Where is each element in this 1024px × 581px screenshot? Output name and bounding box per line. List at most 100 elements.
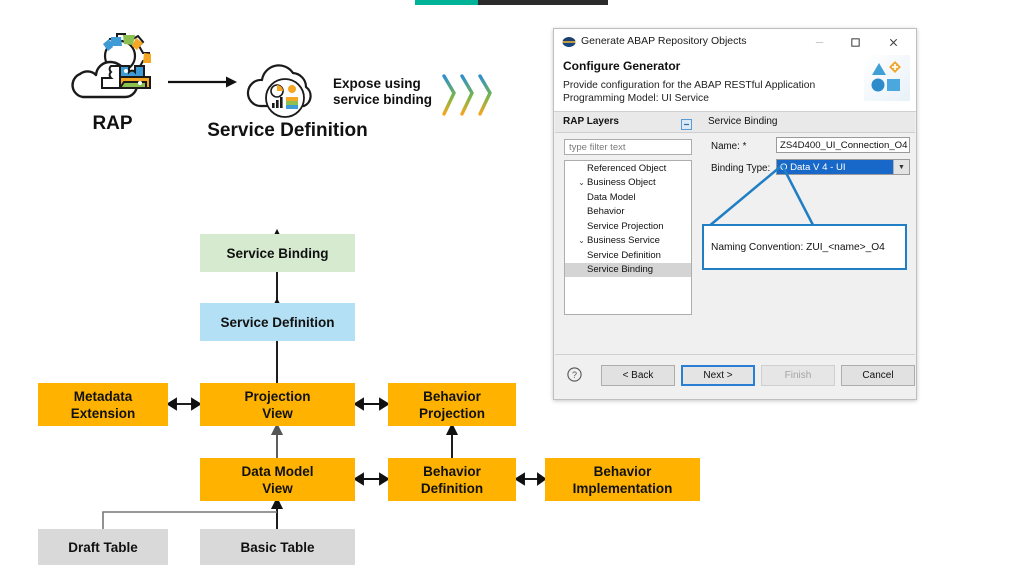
flow-box-line-1: Behavior	[423, 463, 481, 479]
flow-box-label: Data Model View	[241, 463, 313, 497]
flow-box-service-binding[interactable]: Service Binding	[200, 234, 355, 272]
flow-box-label: Behavior Implementation	[573, 463, 673, 497]
tree-item-label: Referenced Object	[587, 162, 667, 174]
tree-item-label: Service Definition	[587, 249, 661, 261]
tree-item-data-model[interactable]: Data Model	[565, 190, 691, 205]
top-progress-fill	[415, 0, 478, 5]
rap-layers-tree[interactable]: Referenced Object ⌄ Business Object Data…	[564, 160, 692, 315]
dialog-header: Configure Generator Provide configuratio…	[554, 55, 916, 111]
tree-item-business-object[interactable]: ⌄ Business Object	[565, 176, 691, 191]
flow-box-label: Behavior Projection	[419, 388, 485, 422]
flow-box-draft-table[interactable]: Draft Table	[38, 529, 168, 565]
expose-line-2: service binding	[333, 92, 433, 107]
dialog-title: Generate ABAP Repository Objects	[581, 35, 747, 47]
header-divider	[554, 111, 916, 112]
flow-box-line-1: Data Model	[241, 463, 314, 479]
flow-box-label: Service Binding	[226, 245, 329, 261]
tree-item-label: Business Object	[587, 177, 656, 189]
tree-item-label: Business Service	[587, 235, 660, 247]
expose-line-1: Expose using	[333, 76, 421, 91]
rap-layers-title: RAP Layers	[563, 116, 619, 127]
name-field-label: Name: *	[711, 141, 747, 152]
naming-convention-callout: Naming Convention: ZUI_<name>_O4	[702, 224, 907, 270]
chevron-down-icon[interactable]: ⌄	[578, 178, 585, 188]
configure-generator-description: Provide configuration for the ABAP RESTf…	[563, 80, 816, 104]
flow-box-behavior-definition[interactable]: Behavior Definition	[388, 458, 516, 501]
flow-box-line-2: Definition	[420, 480, 484, 496]
cancel-button-label: Cancel	[862, 370, 894, 381]
flow-box-line-2: Projection	[418, 405, 485, 421]
right-arrow-icon	[168, 75, 238, 89]
tree-item-label: Behavior	[587, 206, 625, 218]
flow-box-line-1: Projection	[244, 388, 311, 404]
dialog-footer: ? < Back Next > Finish Cancel	[554, 355, 916, 399]
cloud-analytics-icon	[238, 56, 328, 122]
sap-logo-icon	[562, 35, 576, 49]
dialog-titlebar[interactable]: Generate ABAP Repository Objects	[554, 29, 916, 55]
filter-text-input[interactable]: type filter text	[564, 139, 692, 155]
rap-layers-pane-header: RAP Layers	[555, 112, 700, 133]
flow-box-projection-view[interactable]: Projection View	[200, 383, 355, 426]
svg-text:?: ?	[572, 370, 577, 380]
tree-item-behavior[interactable]: Behavior	[565, 205, 691, 220]
tree-item-business-service[interactable]: ⌄ Business Service	[565, 234, 691, 249]
tree-item-service-projection[interactable]: Service Projection	[565, 219, 691, 234]
configure-generator-heading: Configure Generator	[563, 59, 681, 73]
tree-item-service-definition[interactable]: Service Definition	[565, 248, 691, 263]
flow-box-line-1: Behavior	[593, 463, 652, 479]
flow-box-label: Service Definition	[220, 314, 335, 330]
naming-convention-text: Naming Convention: ZUI_<name>_O4	[711, 241, 885, 253]
minimize-button[interactable]	[802, 29, 836, 55]
flow-box-label: Projection View	[244, 388, 310, 422]
tree-item-label: Service Binding	[587, 264, 654, 276]
back-button-label: < Back	[622, 370, 654, 381]
binding-type-label: Binding Type:	[711, 163, 771, 174]
service-definition-label: Service Definition	[207, 120, 368, 141]
chevron-down-icon[interactable]: ⌄	[578, 236, 585, 246]
tree-item-label: Service Projection	[587, 220, 664, 232]
close-icon[interactable]	[876, 29, 910, 55]
triple-chevron-icon	[438, 70, 500, 120]
name-input[interactable]: ZS4D400_UI_Connection_O4	[776, 137, 910, 153]
flow-box-behavior-projection[interactable]: Behavior Projection	[388, 383, 516, 426]
rap-label: RAP	[92, 113, 133, 134]
flow-box-label: Draft Table	[68, 539, 138, 555]
flow-box-basic-table[interactable]: Basic Table	[200, 529, 355, 565]
tree-item-service-binding[interactable]: Service Binding	[565, 262, 691, 277]
expose-using-service-binding-text: Expose using service binding	[333, 76, 443, 108]
flow-box-line-1: Behavior	[423, 388, 481, 404]
flow-box-behavior-implementation[interactable]: Behavior Implementation	[545, 458, 700, 501]
next-button[interactable]: Next >	[681, 365, 755, 386]
flow-box-line-2: Implementation	[572, 480, 673, 496]
finish-button-label: Finish	[784, 370, 812, 381]
back-button[interactable]: < Back	[601, 365, 675, 386]
tree-item-referenced-object[interactable]: Referenced Object	[565, 161, 691, 176]
top-progress-bar	[415, 0, 608, 5]
service-binding-pane-title: Service Binding	[708, 116, 778, 127]
finish-button: Finish	[761, 365, 835, 386]
tree-item-label: Data Model	[587, 191, 636, 203]
flow-box-metadata-extension[interactable]: Metadata Extension	[38, 383, 168, 426]
maximize-button[interactable]	[838, 29, 872, 55]
flow-box-line-2: View	[262, 480, 293, 496]
next-button-label: Next >	[703, 370, 733, 381]
flow-box-label: Basic Table	[240, 539, 315, 555]
flow-box-line-2: Extension	[70, 405, 136, 421]
flow-box-data-model-view[interactable]: Data Model View	[200, 458, 355, 501]
generate-abap-repository-objects-dialog: Generate ABAP Repository Objects Configu…	[553, 28, 917, 400]
service-binding-pane-header: Service Binding	[700, 112, 915, 133]
binding-type-dropdown[interactable]: O Data V 4 - UI ▼	[776, 159, 910, 175]
chevron-down-icon[interactable]: ▼	[893, 160, 909, 174]
cloud-gear-puzzle-icon	[68, 33, 166, 115]
flow-box-service-definition[interactable]: Service Definition	[200, 303, 355, 341]
flow-box-label: Behavior Definition	[421, 463, 483, 497]
binding-type-value: O Data V 4 - UI	[777, 160, 893, 174]
collapse-all-icon[interactable]	[681, 117, 692, 130]
footer-divider	[555, 354, 915, 355]
flow-box-line-2: View	[262, 405, 293, 421]
help-icon[interactable]: ?	[567, 367, 582, 382]
wizard-shapes-icon	[864, 55, 910, 101]
flow-box-line-1: Metadata	[73, 388, 133, 404]
flow-box-label: Metadata Extension	[71, 388, 136, 422]
cancel-button[interactable]: Cancel	[841, 365, 915, 386]
